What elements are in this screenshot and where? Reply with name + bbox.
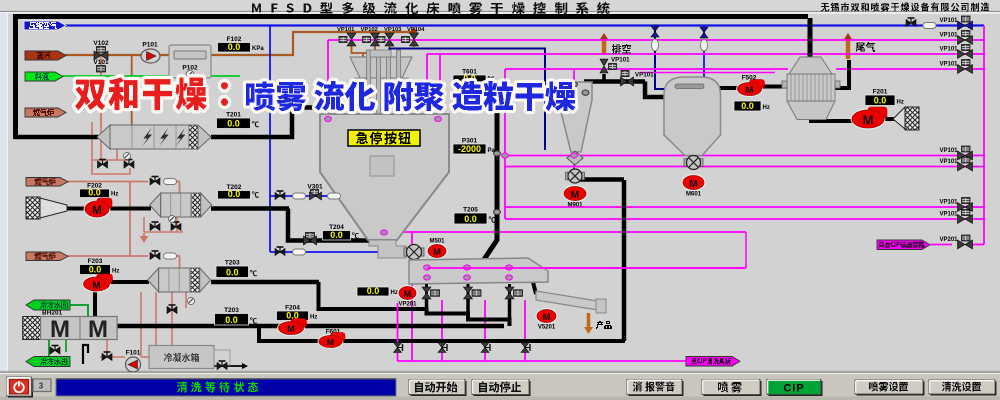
svg-text:CIP: CIP [783,383,804,395]
svg-text:M: M [571,190,579,201]
svg-text:VP201: VP201 [398,302,417,308]
svg-text:F201: F201 [873,89,888,96]
svg-text:0.0: 0.0 [741,101,754,111]
svg-text:T204: T204 [329,224,344,231]
svg-text:VP101: VP101 [939,62,958,68]
svg-text:Pa: Pa [488,148,496,154]
svg-text:M501: M501 [429,239,445,245]
svg-text:M: M [287,323,295,334]
svg-text:Hz: Hz [391,290,398,296]
svg-text:M901: M901 [567,203,583,209]
svg-text:F101: F101 [126,350,141,357]
svg-text:Hz: Hz [310,315,317,321]
svg-text:0.0: 0.0 [330,230,343,240]
svg-text:M: M [92,280,100,291]
svg-text:M: M [689,179,697,190]
svg-text:F102: F102 [227,36,242,43]
svg-text:0.0: 0.0 [226,268,239,278]
svg-text:V301: V301 [307,184,323,191]
svg-text:VP201: VP201 [939,237,958,243]
svg-text:0.0: 0.0 [874,96,887,106]
svg-text:VP101: VP101 [611,57,630,64]
svg-text:M: M [88,316,108,343]
svg-text:P101: P101 [142,42,158,49]
svg-text:0.0: 0.0 [225,315,238,325]
svg-text:0.0: 0.0 [88,188,101,198]
svg-text:VP104: VP104 [407,27,425,33]
svg-text:0.0: 0.0 [367,286,380,296]
svg-text:F202: F202 [87,183,102,190]
svg-text:T203: T203 [225,260,240,267]
svg-text:F204: F204 [285,305,300,312]
svg-text:V5201: V5201 [538,325,556,331]
svg-text:BH201: BH201 [42,310,63,317]
svg-text:0.0: 0.0 [464,214,477,224]
svg-text:VP101: VP101 [939,159,958,165]
svg-text:VP102: VP102 [361,27,378,33]
svg-text:Hz: Hz [111,192,118,198]
svg-text:T202: T202 [227,184,242,191]
svg-text:T601: T601 [462,69,477,76]
svg-text:M: M [433,246,441,257]
svg-text:VP101: VP101 [939,148,958,154]
svg-text:M601: M601 [686,192,702,198]
svg-text:M: M [92,204,102,217]
svg-text:VP101: VP101 [939,33,958,39]
svg-text:M: M [50,316,70,343]
svg-text:0.0: 0.0 [228,189,241,199]
svg-text:VP101: VP101 [939,47,958,53]
svg-text:VP103: VP103 [384,27,402,33]
svg-text:Hz: Hz [112,269,119,275]
svg-text:VP101: VP101 [939,212,958,218]
svg-text:T203: T203 [224,307,239,314]
svg-text:F203: F203 [88,258,103,265]
svg-text:M: M [863,113,874,128]
svg-text:P102: P102 [182,65,198,72]
svg-text:M: M [404,288,412,299]
svg-text:VP101: VP101 [337,27,355,33]
svg-text:P301: P301 [462,138,478,145]
svg-text:F601: F601 [326,329,341,336]
svg-text:0.0: 0.0 [286,311,299,321]
svg-text:M: M [543,311,551,322]
svg-text:T205: T205 [463,207,478,214]
svg-text:VP101: VP101 [635,72,654,79]
svg-text:VP101: VP101 [939,18,958,24]
svg-text:3: 3 [39,382,44,391]
svg-text:0.0: 0.0 [227,119,240,129]
svg-text:-2000: -2000 [458,144,481,154]
svg-text:M: M [746,84,754,95]
svg-text:VP101: VP101 [939,200,958,206]
svg-text:T201: T201 [226,112,241,119]
svg-text:Hz: Hz [763,105,770,111]
svg-text:0.0: 0.0 [89,265,102,275]
svg-text:V102: V102 [93,40,109,47]
svg-text:F502: F502 [742,75,757,82]
svg-text:V101: V101 [93,59,109,66]
svg-text:KPa: KPa [252,46,264,52]
svg-text:M: M [327,337,334,347]
svg-text:0.0: 0.0 [228,42,241,52]
svg-text:Hz: Hz [897,100,904,106]
